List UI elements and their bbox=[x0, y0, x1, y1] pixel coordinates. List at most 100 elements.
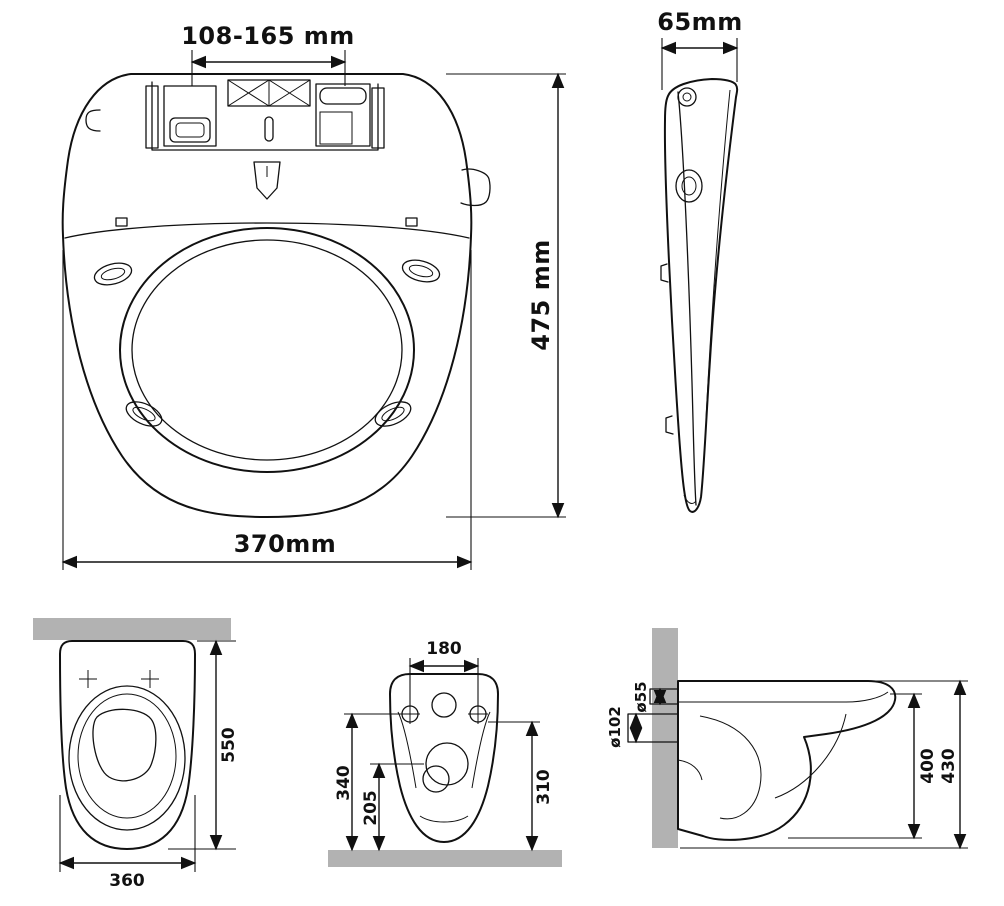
wall-hatch-top bbox=[33, 618, 231, 640]
seat-outline bbox=[61, 73, 473, 518]
mounting-cross-left bbox=[79, 670, 97, 688]
dim-label-seat-thickness: 65mm bbox=[657, 8, 742, 36]
bumper-outer bbox=[374, 401, 412, 427]
hardware-box-right-inner bbox=[319, 111, 353, 145]
hardware-box-left-inner2 bbox=[175, 122, 205, 138]
hardware-slot bbox=[264, 116, 274, 142]
hinge-hole-outer bbox=[677, 87, 697, 107]
dim-bolt-spacing: 180 bbox=[408, 639, 480, 706]
rim-underside-line bbox=[678, 691, 889, 703]
hinge-hardware bbox=[145, 79, 385, 151]
seam-clip-left bbox=[115, 217, 128, 227]
dim-label-310: 310 bbox=[534, 769, 554, 805]
seat-seam-line bbox=[64, 222, 470, 239]
bumper-top-left bbox=[93, 262, 133, 286]
rim-outer bbox=[68, 685, 186, 831]
floor-hatch bbox=[328, 850, 562, 867]
extension-line bbox=[661, 38, 738, 90]
bumper-inner bbox=[100, 267, 126, 281]
extension-line bbox=[446, 73, 566, 518]
dim-label-seat-width: 370mm bbox=[234, 530, 337, 558]
edge-bump-upper bbox=[660, 263, 669, 283]
dim-seat-length: 475 mm bbox=[446, 72, 566, 519]
underside-inner-bottom bbox=[419, 815, 469, 823]
hinge-hole-inner bbox=[682, 92, 692, 102]
bumper-inner bbox=[408, 264, 434, 278]
bumper-bottom-right bbox=[374, 401, 412, 427]
dim-bowl-width: 360 bbox=[58, 795, 197, 891]
bowl-inner-curve bbox=[774, 713, 847, 799]
view-bowl-front: 550 360 bbox=[33, 618, 239, 891]
bottom-tip-split bbox=[683, 494, 697, 504]
hardware-box-right-top bbox=[319, 87, 367, 105]
profile-seam-left bbox=[677, 91, 697, 506]
outlet-hole-small bbox=[422, 765, 450, 793]
dim-height-310: 310 bbox=[488, 720, 554, 852]
dim-label-340: 340 bbox=[334, 765, 354, 801]
crossed-box-x-lines bbox=[227, 79, 311, 107]
dim-label-bolt-spacing: 180 bbox=[426, 639, 462, 659]
dim-label-bowl-width: 360 bbox=[109, 871, 145, 891]
dim-seat-thickness: 65mm bbox=[657, 8, 742, 90]
bumper-inner bbox=[132, 406, 156, 422]
bumper-outer bbox=[125, 401, 163, 427]
trap-curve-2 bbox=[677, 759, 703, 781]
dim-label-outlet: ø102 bbox=[606, 706, 624, 748]
left-notch bbox=[85, 109, 101, 132]
underside-inner-left bbox=[397, 711, 417, 789]
dim-height-400: 400 bbox=[788, 692, 938, 840]
mounting-cross-right bbox=[141, 670, 159, 688]
view-bowl-side: ø55 ø102 400 430 bbox=[606, 628, 968, 850]
hardware-box-right bbox=[315, 83, 371, 147]
dim-hinge-spacing: 108-165 mm bbox=[181, 22, 355, 86]
view-seat-side: 65mm bbox=[657, 8, 742, 513]
bowl-side-outline bbox=[677, 680, 897, 841]
hardware-frame bbox=[151, 81, 379, 151]
edge-bump-lower bbox=[665, 415, 674, 435]
dim-height-430: 430 bbox=[680, 679, 968, 850]
dim-seat-width: 370mm bbox=[61, 250, 473, 570]
bumper-outer bbox=[93, 262, 133, 286]
hardware-box-left-inner bbox=[169, 117, 211, 143]
seat-opening-inner bbox=[131, 239, 403, 461]
dim-height-205: 205 bbox=[361, 762, 424, 852]
inlet-hole-center bbox=[431, 692, 457, 718]
knob-outer bbox=[675, 169, 703, 203]
underside-outline bbox=[389, 673, 499, 843]
dim-label-inlet: ø55 bbox=[632, 681, 650, 712]
seat-profile-outline bbox=[663, 78, 739, 513]
bolt-hole-right-cross bbox=[468, 704, 488, 724]
dim-label-205: 205 bbox=[361, 790, 381, 826]
profile-seam-right bbox=[705, 89, 731, 421]
bolt-hole-left-cross bbox=[400, 704, 420, 724]
bowl-outline bbox=[59, 640, 196, 850]
dim-inlet-diameter: ø55 bbox=[632, 681, 667, 713]
wall-hatch-left bbox=[652, 628, 678, 848]
trap-curve bbox=[699, 715, 762, 820]
extension-line bbox=[62, 250, 472, 570]
dim-label-430: 430 bbox=[939, 748, 959, 784]
water-surface-outline bbox=[92, 708, 157, 782]
underside-inner-right bbox=[471, 711, 491, 789]
view-seat-top: 108-165 mm 475 mm 370mm bbox=[61, 22, 566, 570]
rim-inner bbox=[77, 693, 177, 819]
bumper-inner bbox=[381, 406, 405, 422]
dim-bowl-depth: 550 bbox=[168, 639, 239, 851]
hinge-bracket-left bbox=[145, 85, 159, 149]
seat-opening-outer bbox=[119, 227, 415, 473]
extension-line bbox=[680, 680, 968, 849]
dim-label-bowl-depth: 550 bbox=[219, 727, 239, 763]
side-button-tab bbox=[460, 168, 491, 207]
bumper-top-right bbox=[401, 259, 441, 283]
dim-label-hinge-spacing: 108-165 mm bbox=[181, 22, 355, 50]
bumper-bottom-left bbox=[125, 401, 163, 427]
hardware-box-left bbox=[163, 85, 217, 147]
hinge-bracket-right bbox=[371, 87, 385, 149]
dim-height-340: 340 bbox=[334, 712, 400, 852]
nozzle-outline bbox=[253, 161, 281, 200]
bumper-outer bbox=[401, 259, 441, 283]
dim-label-seat-length: 475 mm bbox=[527, 239, 555, 350]
view-bowl-underside: 180 340 205 310 bbox=[328, 639, 562, 867]
